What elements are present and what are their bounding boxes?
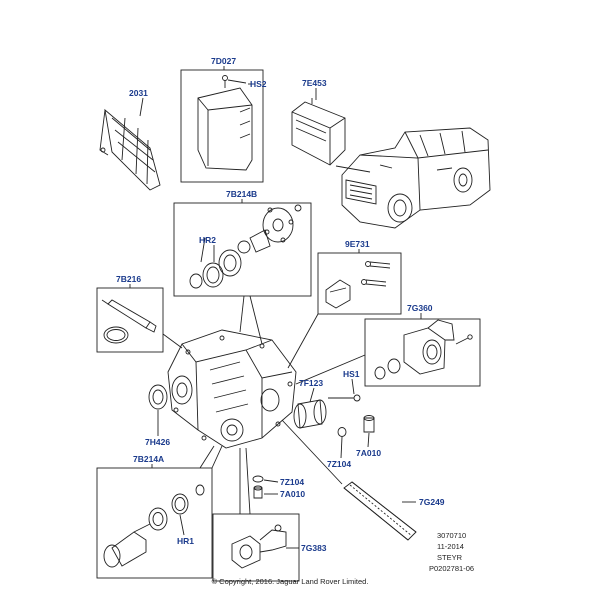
box-7B214A [96, 467, 213, 579]
leader-lines [129, 66, 422, 549]
label-7B214B: 7B214B [226, 189, 258, 199]
motor-7F123 [293, 394, 361, 429]
info-make: STEYR [437, 553, 463, 562]
box-7B214B [173, 202, 312, 297]
label-7A010-bottom: 7A010 [280, 489, 306, 499]
label-7A010-right: 7A010 [356, 448, 382, 458]
sealant-7B216 [101, 299, 157, 344]
label-2031: 2031 [129, 88, 148, 98]
seal-7H426 [148, 384, 168, 410]
fasteners-bottom [252, 475, 264, 499]
label-9E731: 9E731 [345, 239, 370, 249]
sensor-7G383 [231, 524, 287, 569]
label-7B216: 7B216 [116, 274, 142, 284]
shaft-set-7B214A [103, 484, 205, 568]
label-7G383: 7G383 [301, 543, 327, 553]
info-ref: P0202781-06 [429, 564, 475, 573]
module-7E453 [291, 98, 346, 166]
bracket-9E731 [325, 261, 391, 309]
box-7G360 [364, 318, 481, 387]
label-HR1: HR1 [177, 536, 195, 546]
label-7G360: 7G360 [407, 303, 433, 313]
seal-set-7B214B [189, 204, 302, 289]
transfer-case [167, 329, 297, 449]
label-HR2: HR2 [199, 235, 217, 245]
fasteners-right [337, 415, 375, 437]
label-7H426: 7H426 [145, 437, 171, 447]
box-7D027 [180, 69, 264, 183]
label-7B214A: 7B214A [133, 454, 165, 464]
label-7G249: 7G249 [419, 497, 445, 507]
vehicle-illustration [341, 127, 491, 229]
label-HS1: HS1 [343, 369, 360, 379]
info-code: 3070710 [437, 531, 467, 540]
box-9E731 [317, 252, 402, 315]
label-7Z104-right: 7Z104 [327, 459, 352, 469]
box-7B216 [96, 287, 164, 353]
label-7Z104-bottom: 7Z104 [280, 477, 305, 487]
info-date: 11-2014 [437, 542, 464, 551]
module-7D027 [197, 75, 253, 171]
label-7F123: 7F123 [299, 378, 324, 388]
copyright-text: © Copyright, 2016. Jaguar Land Rover Lim… [212, 577, 369, 586]
label-7D027: 7D027 [211, 56, 237, 66]
bracket-2031 [99, 108, 161, 191]
label-7E453: 7E453 [302, 78, 327, 88]
chain-7G249 [343, 481, 417, 541]
motor-7G360 [374, 319, 473, 380]
box-7G383 [212, 513, 300, 582]
label-HS2: HS2 [250, 79, 267, 89]
